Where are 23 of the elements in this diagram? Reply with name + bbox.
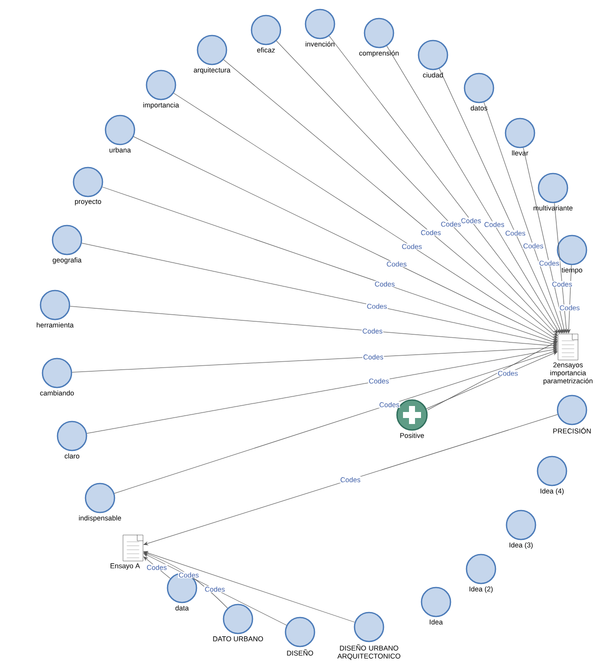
arrow — [484, 102, 564, 334]
arrow — [72, 346, 558, 372]
arrow — [144, 553, 287, 626]
arrow — [144, 414, 558, 546]
arrow — [133, 136, 558, 342]
arrow — [426, 351, 558, 409]
arrow — [143, 556, 171, 579]
arrow — [427, 341, 558, 410]
arrow — [567, 264, 572, 334]
arrow — [144, 551, 355, 622]
arrow — [276, 40, 558, 336]
arrow — [223, 59, 558, 338]
arrow — [523, 148, 566, 334]
arrow — [554, 202, 568, 334]
arrow — [114, 350, 558, 494]
arrow — [102, 186, 558, 344]
arrow — [439, 68, 562, 334]
arrow — [174, 92, 558, 340]
arrow — [328, 36, 558, 334]
arrow — [86, 348, 558, 434]
arrow — [386, 46, 560, 334]
arrow — [70, 306, 558, 348]
arrow — [82, 242, 558, 346]
